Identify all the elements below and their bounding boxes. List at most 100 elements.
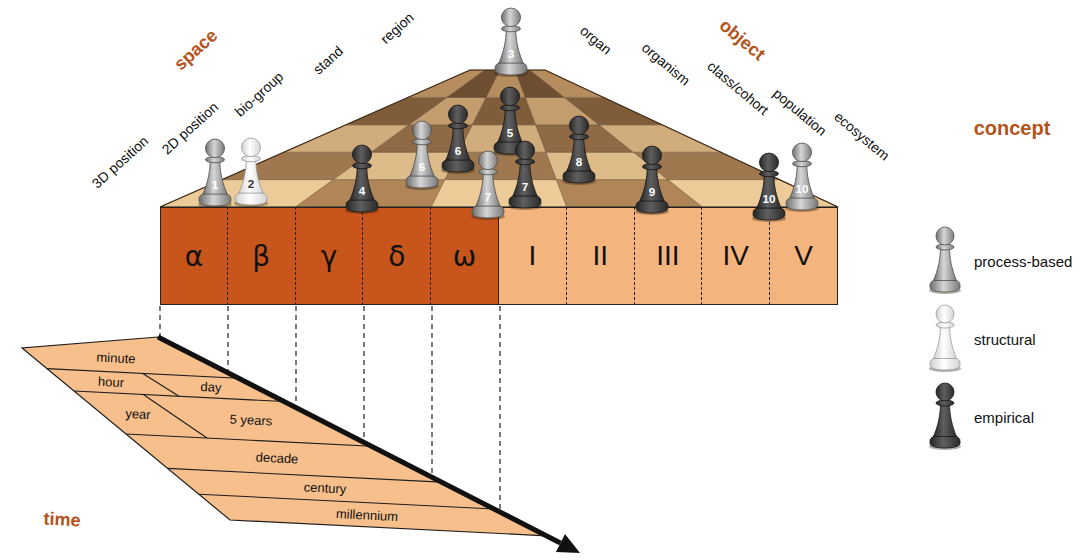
time-row-line <box>126 434 371 446</box>
label-anchor: organism <box>639 39 693 88</box>
scale-drop-line <box>499 306 500 512</box>
space-scale-label: region <box>377 9 417 47</box>
scale-drop-line <box>431 306 432 477</box>
object-class-numeral: I <box>529 240 537 272</box>
label-anchor: organ <box>577 22 615 57</box>
object-scale-label: class/cohort <box>704 58 772 118</box>
time-class-letter: α <box>185 240 203 273</box>
pawn-number: 8 <box>561 155 597 169</box>
pawn-shape <box>751 150 787 222</box>
legend-pawn <box>928 302 962 372</box>
pawn-number: 9 <box>634 185 670 199</box>
legend-pawn <box>928 380 962 450</box>
time-row-line <box>143 373 179 396</box>
object-class-numeral: III <box>656 240 679 272</box>
time-class-letter: γ <box>321 240 338 273</box>
legend-pawn-holder <box>928 302 962 372</box>
axis-title: object <box>715 15 769 65</box>
pawn-body <box>934 247 957 281</box>
pawn-shape <box>470 148 506 220</box>
legend-text: structural <box>974 331 1036 348</box>
label-anchor: minute <box>96 349 136 366</box>
model-pawn: 10 <box>751 150 787 222</box>
model-pawn: 3 <box>493 5 529 77</box>
pawn-shape <box>784 140 820 212</box>
label-anchor: time <box>43 509 81 532</box>
pawn-shape <box>233 135 269 207</box>
space-scale-label: 3D position <box>89 133 152 192</box>
label-anchor: class/cohort <box>704 58 772 118</box>
label-anchor: population <box>770 85 830 139</box>
legend-text-holder: empirical <box>974 409 1034 427</box>
scale-cell: ω <box>431 207 499 305</box>
time-band <box>22 337 546 536</box>
model-pawn: 6 <box>440 102 476 174</box>
time-arrowhead <box>556 534 580 553</box>
pawn-number: 4 <box>344 184 380 198</box>
pawn-base <box>235 192 267 205</box>
scale-cell: II <box>567 207 635 305</box>
pawn-head <box>501 8 520 27</box>
pawn-base <box>636 200 668 213</box>
model-pawn: 10 <box>784 140 820 212</box>
pawn-shape <box>493 5 529 77</box>
label-anchor: decade <box>255 449 298 466</box>
model-pawn: 8 <box>561 113 597 185</box>
board-square <box>530 70 604 97</box>
pawn-base <box>495 62 527 75</box>
model-pawn: 2 <box>233 135 269 207</box>
scale-cell: III <box>635 207 703 305</box>
pawn-shape <box>507 138 543 210</box>
label-anchor: space <box>170 25 222 75</box>
scale-cell: V <box>770 207 838 305</box>
pawn-base <box>442 159 474 172</box>
pawn-head <box>205 139 224 158</box>
axis-title: time <box>43 509 81 532</box>
pawn-number: 2 <box>233 177 269 191</box>
scale-cell: β <box>228 207 296 305</box>
scale-drop-line <box>159 306 160 338</box>
label-anchor: ecosystem <box>831 108 893 163</box>
pawn-number: 6 <box>404 160 440 174</box>
pawn-shape <box>440 102 476 174</box>
scale-cell: α <box>160 207 228 305</box>
pawn-head <box>241 138 260 157</box>
pawn-base <box>930 279 960 292</box>
time-class-letter: β <box>252 240 270 273</box>
pawn-number: 7 <box>470 190 506 204</box>
space-scale-label: bio-group <box>232 68 287 119</box>
object-scale-label: organism <box>639 39 693 88</box>
pawn-shape <box>344 142 380 214</box>
legend-text-holder: process-based <box>974 253 1072 271</box>
pawn-number: 7 <box>507 180 543 194</box>
pawn-base <box>472 205 504 218</box>
label-anchor: bio-group <box>232 68 287 119</box>
time-class-letter: δ <box>388 240 405 273</box>
pawn-head <box>936 383 954 401</box>
pawn-base <box>786 197 818 210</box>
pawn-shape <box>197 136 233 208</box>
pawn-head <box>569 116 588 135</box>
pawn-number: 10 <box>751 192 787 206</box>
scale-drop-line <box>363 306 364 442</box>
label-anchor: hour <box>97 374 124 390</box>
model-pawn: 6 <box>404 118 440 190</box>
pawn-head <box>759 153 778 172</box>
pawn-head <box>936 227 954 245</box>
label-anchor: stand <box>310 43 346 78</box>
pawn-head <box>448 105 467 124</box>
legend-text: empirical <box>974 409 1034 426</box>
label-anchor: 5 years <box>230 412 273 429</box>
time-scale-label: hour <box>97 374 124 390</box>
space-scale-label: stand <box>310 43 346 78</box>
label-anchor: year <box>125 406 151 422</box>
legend-text: process-based <box>974 253 1072 270</box>
time-scale-label: decade <box>255 449 298 466</box>
scale-cell: IV <box>702 207 770 305</box>
scale-drop-line <box>295 306 296 408</box>
time-scale-label: 5 years <box>230 412 273 429</box>
board-square <box>599 125 721 152</box>
time-scale-label: day <box>200 379 222 395</box>
pawn-head <box>478 151 497 170</box>
